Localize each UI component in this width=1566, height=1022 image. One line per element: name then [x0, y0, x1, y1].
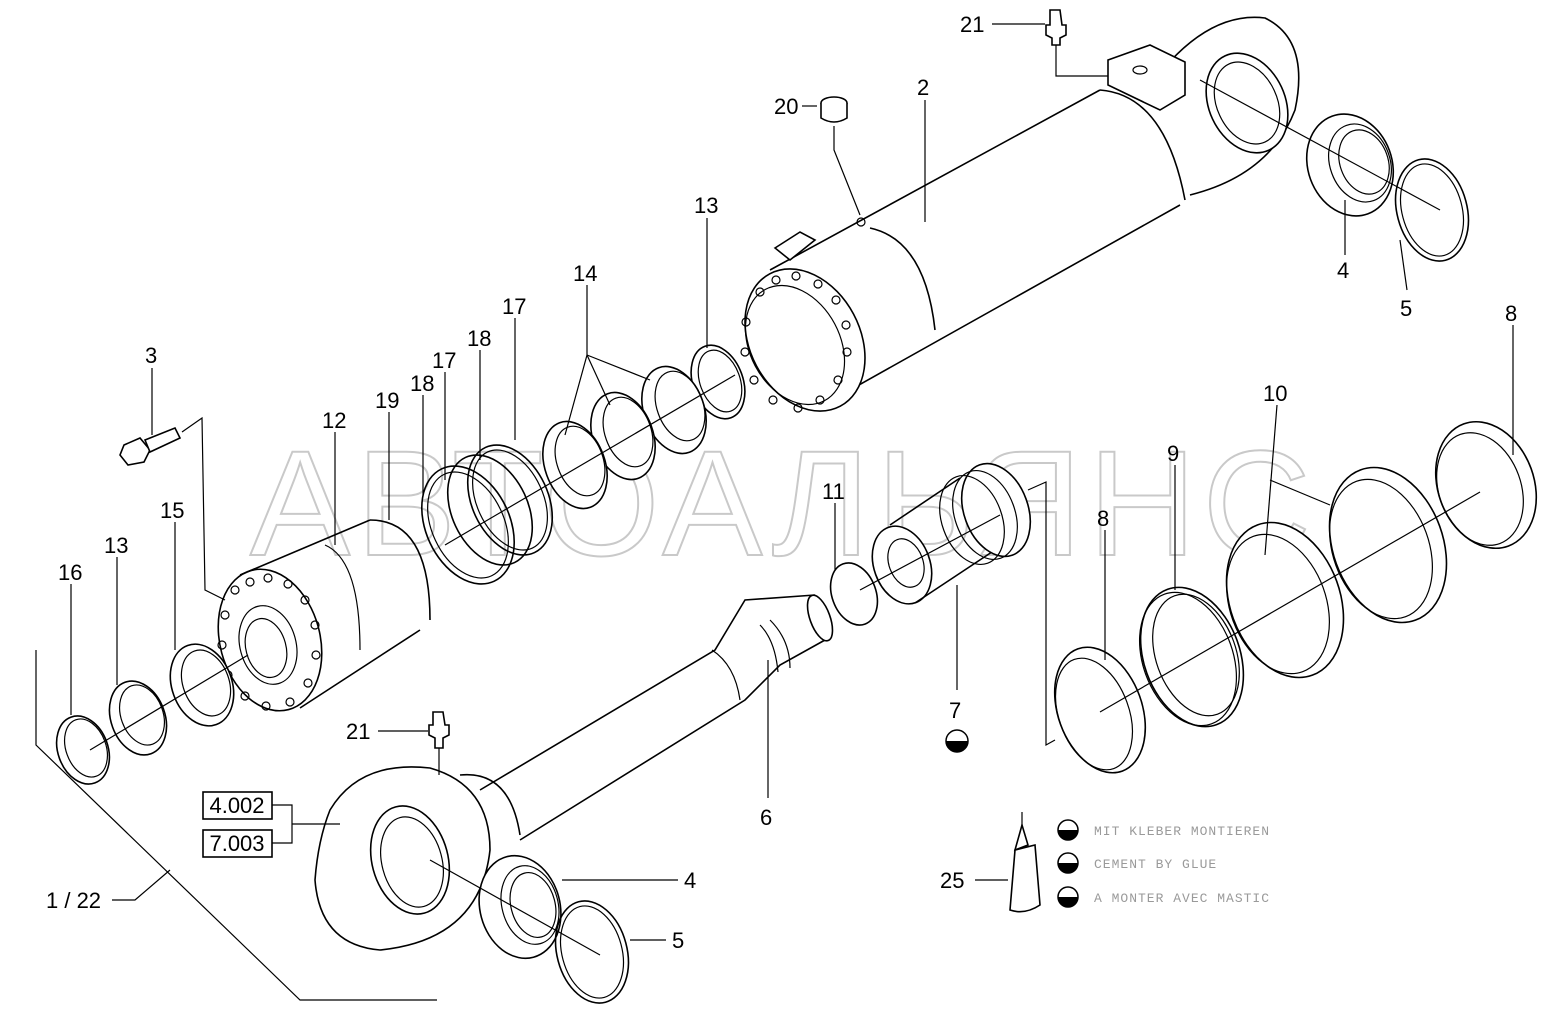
piston	[859, 462, 1032, 605]
o-ring-11	[829, 562, 879, 626]
legend-text: A MONTER AVEC MASTIC	[1094, 891, 1270, 906]
o-rings-17-18	[420, 374, 736, 585]
callout-18-lower[interactable]: 18	[410, 371, 434, 396]
glue-symbol-icon	[945, 729, 969, 753]
piston-rod	[314, 594, 834, 951]
callout-8-lower[interactable]: 8	[1097, 506, 1109, 531]
callout-21-upper[interactable]: 21	[960, 12, 984, 37]
legend-text: MIT KLEBER MONTIEREN	[1094, 824, 1270, 839]
seal-ring-13-upper	[690, 344, 746, 420]
seal-ring-13-lower	[108, 680, 168, 756]
legend-item: MIT KLEBER MONTIEREN	[1057, 819, 1270, 841]
legend-item: A MONTER AVEC MASTIC	[1057, 886, 1270, 908]
snap-ring-upper	[1199, 79, 1470, 262]
seal-ring-15	[89, 643, 249, 751]
wiper-ring-16	[55, 715, 111, 785]
plug	[820, 96, 861, 216]
cylinder-tube	[740, 16, 1300, 413]
callout-14[interactable]: 14	[573, 261, 597, 286]
callout-4-lower[interactable]: 4	[684, 868, 696, 893]
callout-assembly[interactable]: 1 / 22	[46, 888, 101, 913]
leader-lines	[35, 23, 1514, 1001]
reference-text: 4.002	[209, 793, 264, 818]
callout-16[interactable]: 16	[58, 560, 82, 585]
callout-6[interactable]: 6	[760, 805, 772, 830]
reference-box-1[interactable]: 4.002	[202, 791, 273, 820]
bushing-upper	[1305, 113, 1395, 217]
watermark-text: АВТОАЛЬЯНС	[250, 419, 1317, 587]
callout-13-upper[interactable]: 13	[694, 193, 718, 218]
legend: MIT KLEBER MONTIEREN CEMENT BY GLUE A MO…	[1057, 819, 1270, 908]
callout-7[interactable]: 7	[949, 698, 961, 723]
callout-13-lower[interactable]: 13	[104, 533, 128, 558]
callout-4-upper[interactable]: 4	[1337, 258, 1349, 283]
reference-box-2[interactable]: 7.003	[202, 829, 273, 858]
grease-nipple-upper	[1045, 9, 1108, 77]
callout-3[interactable]: 3	[145, 343, 157, 368]
callout-9[interactable]: 9	[1167, 441, 1179, 466]
piston-seal-9	[1138, 586, 1245, 728]
snap-ring-lower	[429, 859, 630, 1004]
callout-8-upper[interactable]: 8	[1505, 301, 1517, 326]
callout-5-lower[interactable]: 5	[672, 928, 684, 953]
callout-15[interactable]: 15	[160, 498, 184, 523]
cylinder-head	[217, 519, 431, 712]
callout-2[interactable]: 2	[917, 75, 929, 100]
callout-10[interactable]: 10	[1263, 381, 1287, 406]
callout-20[interactable]: 20	[774, 94, 798, 119]
guide-ring-8-lower	[1053, 646, 1147, 774]
legend-text: CEMENT BY GLUE	[1094, 857, 1217, 872]
piston-seal-bracket	[1027, 481, 1056, 747]
callout-18-upper[interactable]: 18	[467, 326, 491, 351]
glue-tube	[1009, 812, 1041, 913]
grease-nipple-lower	[428, 711, 450, 775]
callout-12[interactable]: 12	[322, 408, 346, 433]
legend-item: CEMENT BY GLUE	[1057, 852, 1217, 874]
callout-17-upper[interactable]: 17	[502, 294, 526, 319]
bushing-lower	[478, 854, 562, 960]
guide-ring-8-upper	[1099, 420, 1538, 713]
reference-text: 7.003	[209, 831, 264, 856]
head-screw	[119, 416, 226, 601]
callout-11[interactable]: 11	[822, 479, 845, 504]
guide-rings-14	[542, 365, 707, 510]
callout-25[interactable]: 25	[940, 868, 964, 893]
callout-19[interactable]: 19	[375, 388, 399, 413]
callout-5-upper[interactable]: 5	[1400, 296, 1412, 321]
callout-17-lower[interactable]: 17	[432, 348, 456, 373]
callout-21-lower[interactable]: 21	[346, 719, 370, 744]
callout-labels: 21 20 2 4 5 8 10 9 8 11 7 6 13 14 17 18 …	[46, 12, 1517, 953]
